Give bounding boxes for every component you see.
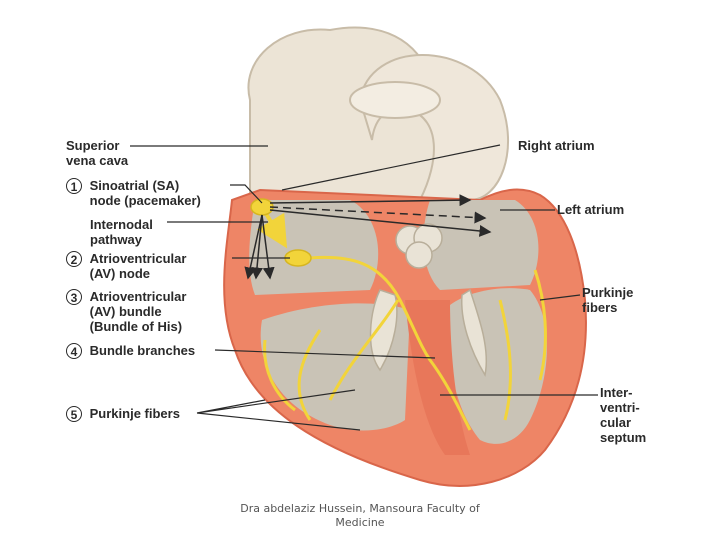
label-left-atrium: Left atrium	[557, 202, 625, 217]
label-bundle-branches: 4 Bundle branches	[66, 343, 195, 359]
interventricular-septum	[405, 300, 470, 455]
internodal-arrows	[244, 194, 492, 280]
label-right-atrium: Right atrium	[518, 138, 595, 153]
leader-lines	[130, 144, 598, 431]
great-vessels	[247, 26, 509, 212]
label-interventricular-septum: Inter- ventri- cular septum	[600, 385, 647, 445]
footer-credit: Dra abdelaziz Hussein, Mansoura Faculty …	[240, 502, 480, 529]
valves	[369, 223, 488, 378]
number-badge: 1	[66, 178, 82, 194]
number-badge: 5	[66, 406, 82, 422]
label-superior-vena-cava: Superior vena cava	[66, 138, 129, 168]
label-av-bundle: 3 Atrioventricular (AV) bundle (Bundle o…	[66, 289, 186, 334]
number-badge: 3	[66, 289, 82, 305]
label-sa-node: 1 Sinoatrial (SA) node (pacemaker)	[66, 178, 201, 208]
number-badge: 4	[66, 343, 82, 359]
conduction-system	[256, 205, 547, 431]
label-internodal-pathway: Internodal pathway	[90, 217, 153, 247]
left-atrium-chamber	[423, 200, 539, 290]
label-purkinje-fibers-right: Purkinje fibers	[582, 285, 634, 315]
label-av-node: 2 Atrioventricular (AV) node	[66, 251, 186, 281]
number-badge: 2	[66, 251, 82, 267]
label-purkinje-fibers-left: 5 Purkinje fibers	[66, 406, 180, 422]
sa-node-marker	[250, 198, 274, 216]
